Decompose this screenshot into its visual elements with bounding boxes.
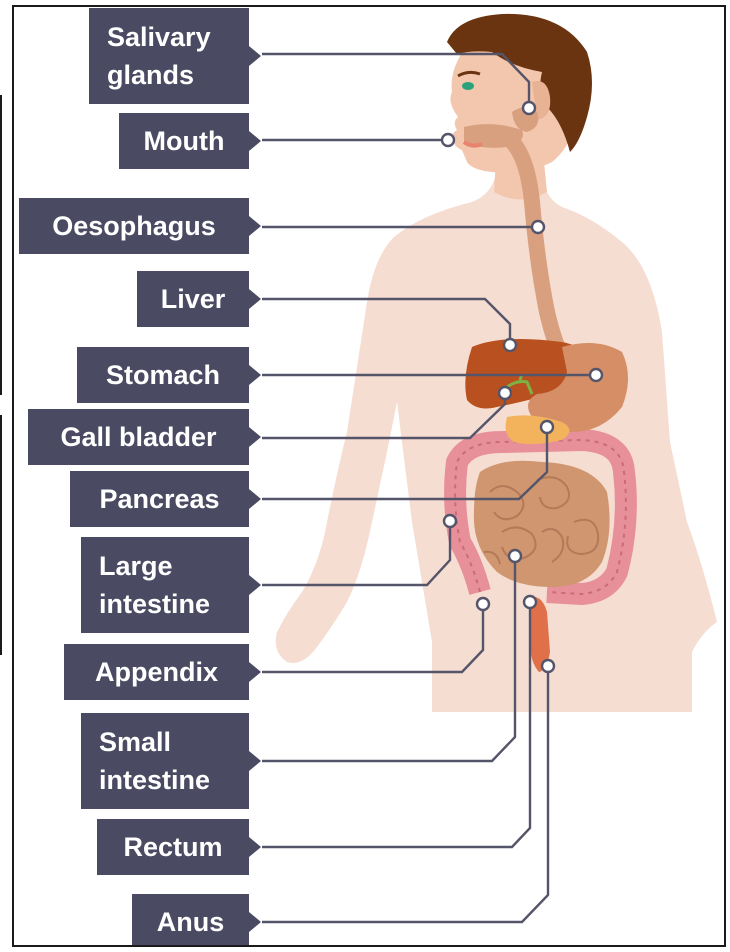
label-large-intestine: Large intestine — [81, 537, 249, 633]
label-gall-bladder: Gall bladder — [28, 409, 249, 465]
marker-mouth — [442, 134, 454, 146]
marker-large-intestine — [444, 515, 456, 527]
label-anus: Anus — [132, 894, 249, 947]
eye — [462, 82, 474, 90]
marker-pancreas — [541, 421, 553, 433]
label-mouth: Mouth — [119, 113, 249, 169]
marker-liver — [504, 339, 516, 351]
label-anus-text: Anus — [157, 903, 225, 941]
marker-gall-bladder — [499, 387, 511, 399]
label-rectum: Rectum — [97, 819, 249, 875]
label-pancreas-text: Pancreas — [99, 480, 219, 518]
marker-small-intestine — [509, 550, 521, 562]
label-salivary-glands: Salivary glands — [89, 8, 249, 104]
label-pancreas: Pancreas — [70, 471, 249, 527]
label-large-intestine-line-2: intestine — [99, 585, 210, 623]
diagram-frame: Salivary glands Mouth Oesophagus Liver S… — [12, 5, 726, 947]
label-gall-bladder-text: Gall bladder — [60, 418, 216, 456]
label-small-intestine-line-1: Small — [99, 723, 171, 761]
label-oesophagus-text: Oesophagus — [52, 207, 216, 245]
marker-anus — [542, 660, 554, 672]
label-salivary-glands-line-2: glands — [107, 56, 194, 94]
label-mouth-text: Mouth — [144, 122, 225, 160]
marker-rectum — [524, 596, 536, 608]
label-salivary-glands-line-1: Salivary — [107, 18, 211, 56]
left-edge-bar-top — [0, 95, 2, 395]
label-small-intestine: Small intestine — [81, 713, 249, 809]
label-liver-text: Liver — [161, 280, 226, 318]
label-oesophagus: Oesophagus — [19, 198, 249, 254]
label-liver: Liver — [137, 271, 249, 327]
marker-appendix — [477, 598, 489, 610]
label-large-intestine-line-1: Large — [99, 547, 173, 585]
left-edge-bar-bottom — [0, 415, 2, 655]
label-small-intestine-line-2: intestine — [99, 761, 210, 799]
label-stomach-text: Stomach — [106, 356, 220, 394]
marker-oesophagus — [532, 221, 544, 233]
label-appendix-text: Appendix — [95, 653, 218, 691]
marker-stomach — [590, 369, 602, 381]
small-intestine-shape — [474, 461, 610, 587]
label-rectum-text: Rectum — [123, 828, 222, 866]
label-stomach: Stomach — [77, 347, 249, 403]
marker-salivary-glands — [523, 102, 535, 114]
label-appendix: Appendix — [64, 644, 249, 700]
